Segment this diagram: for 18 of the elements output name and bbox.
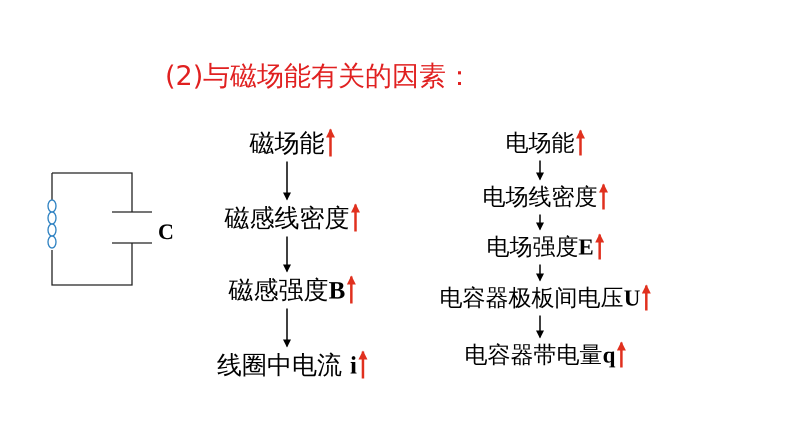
arrow: [283, 308, 291, 348]
node-text: 电场强度E: [486, 232, 594, 262]
node-text: 线圈中电流 i: [217, 348, 357, 382]
arrow: [536, 264, 544, 282]
arrow: [536, 160, 544, 180]
capacitor-label: C: [158, 219, 174, 245]
arrow: [536, 316, 544, 338]
node-text: 电容器带电量q: [464, 340, 616, 370]
node-text: 电场能: [506, 128, 574, 158]
node-text: 电容器极板间电压U: [440, 282, 640, 314]
node-text: 电场线密度: [482, 182, 598, 212]
node-text: 磁场能: [250, 126, 324, 160]
arrow: [536, 214, 544, 230]
arrow: [283, 236, 291, 272]
node-text: 磁感强度B: [228, 274, 346, 306]
arrow: [283, 162, 291, 200]
title: (2)与磁场能有关的因素：: [165, 60, 474, 94]
node-text: 磁感线密度: [224, 202, 350, 234]
